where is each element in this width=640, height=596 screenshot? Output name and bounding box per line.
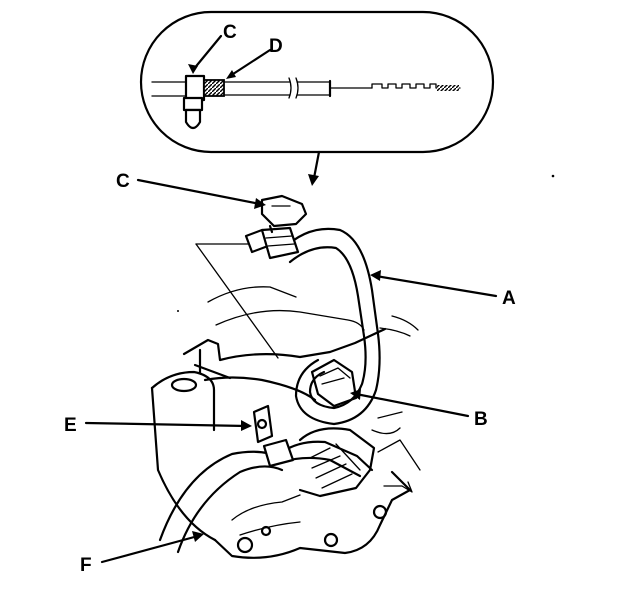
- inset-terminal: [371, 83, 461, 89]
- sensor-connector-c: [244, 194, 308, 260]
- callout-f: F: [80, 531, 204, 576]
- throttle-body-assembly: [150, 194, 421, 559]
- wire-clip-e: [252, 404, 295, 468]
- inset-frame: [139, 10, 495, 154]
- label-f: F: [80, 555, 92, 576]
- inset-pointer-arrow: [312, 150, 321, 180]
- label-e: E: [64, 415, 77, 436]
- sensor-harness-a: [280, 227, 381, 426]
- label-b: B: [474, 409, 488, 430]
- inset-label-c: C: [223, 22, 237, 43]
- detail-inset: C D: [139, 10, 495, 154]
- inset-sleeve-d: [203, 79, 225, 97]
- inset-connector-c: [182, 74, 206, 130]
- callout-c: C: [116, 171, 266, 209]
- label-c: C: [116, 171, 130, 192]
- callout-a: A: [370, 270, 516, 309]
- hose-clamp-b: [310, 358, 358, 408]
- callout-b: B: [350, 389, 488, 430]
- label-a: A: [502, 288, 516, 309]
- inset-label-d: D: [269, 36, 283, 57]
- callout-e: E: [64, 415, 252, 436]
